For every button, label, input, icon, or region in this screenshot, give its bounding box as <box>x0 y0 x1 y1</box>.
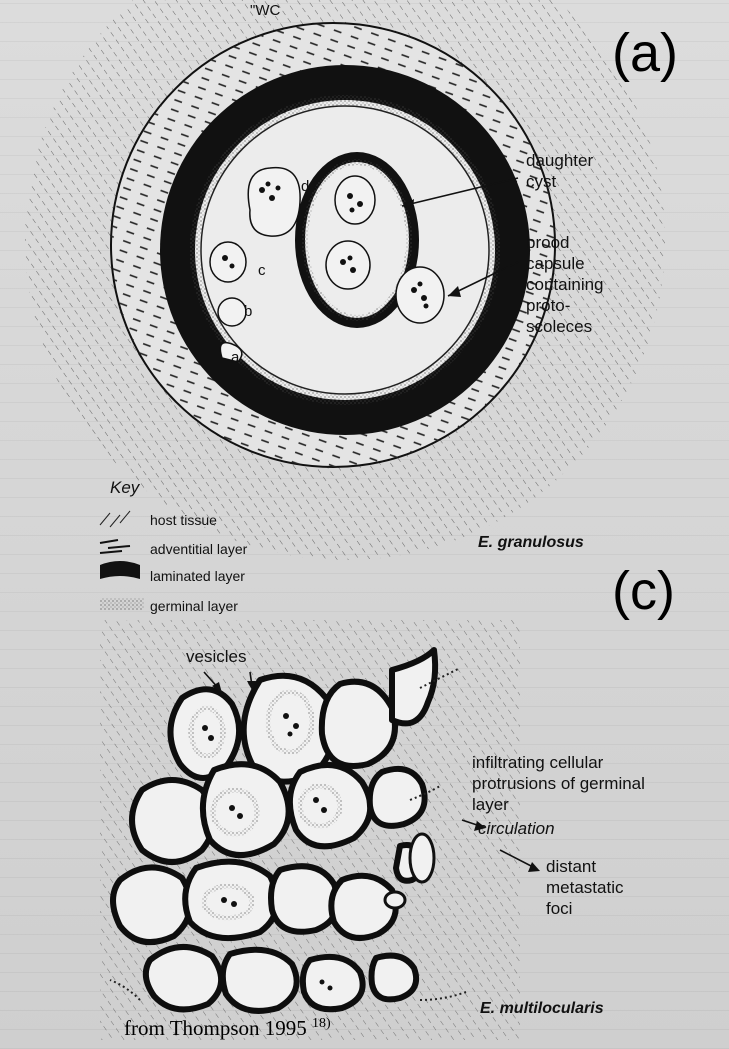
key-item-germinal-layer: germinal layer <box>150 598 238 614</box>
handwritten-scribble: "WC <box>250 2 280 19</box>
label-vesicles: vesicles <box>186 646 246 667</box>
figure-caption: from Thompson 1995 18) <box>124 1016 331 1041</box>
label-infiltrating-line-3: layer <box>472 794 645 815</box>
label-brood-capsule: brood capsule containing proto- scoleces <box>526 232 604 337</box>
label-daughter-cyst: daughter cyst <box>526 150 593 192</box>
label-brood-capsule-line-4: proto- <box>526 295 604 316</box>
label-infiltrating-line-2: protrusions of germinal <box>472 773 645 794</box>
key-title: Key <box>110 478 139 498</box>
caption-reference: 18) <box>312 1016 331 1031</box>
label-circulation: circulation <box>478 818 555 839</box>
label-infiltrating: infiltrating cellular protrusions of ger… <box>472 752 645 815</box>
label-distant-line-3: foci <box>546 898 623 919</box>
label-daughter-cyst-line-2: cyst <box>526 171 593 192</box>
label-brood-capsule-line-1: brood <box>526 232 604 253</box>
species-label-c: E. multilocularis <box>480 1000 604 1018</box>
label-d: d <box>301 178 309 195</box>
caption-text: from Thompson 1995 <box>124 1016 307 1040</box>
label-a: a <box>231 349 239 366</box>
label-b: b <box>244 303 252 320</box>
key-item-host-tissue: host tissue <box>150 512 217 528</box>
panel-c-letter: (c) <box>612 560 675 622</box>
label-distant-line-2: metastatic <box>546 877 623 898</box>
label-c: c <box>258 262 266 279</box>
key-item-laminated-layer: laminated layer <box>150 568 245 584</box>
cyst-diagram-c <box>100 620 540 1040</box>
label-infiltrating-line-1: infiltrating cellular <box>472 752 645 773</box>
label-daughter-cyst-line-1: daughter <box>526 150 593 171</box>
panel-a-letter: (a) <box>612 22 678 84</box>
label-brood-capsule-line-5: scoleces <box>526 316 604 337</box>
label-brood-capsule-line-3: containing <box>526 274 604 295</box>
species-label-a: E. granulosus <box>478 534 584 552</box>
key-swatches <box>100 511 144 610</box>
label-brood-capsule-line-2: capsule <box>526 253 604 274</box>
key-item-adventitial-layer: adventitial layer <box>150 541 247 557</box>
label-distant-foci: distant metastatic foci <box>546 856 623 919</box>
label-distant-line-1: distant <box>546 856 623 877</box>
